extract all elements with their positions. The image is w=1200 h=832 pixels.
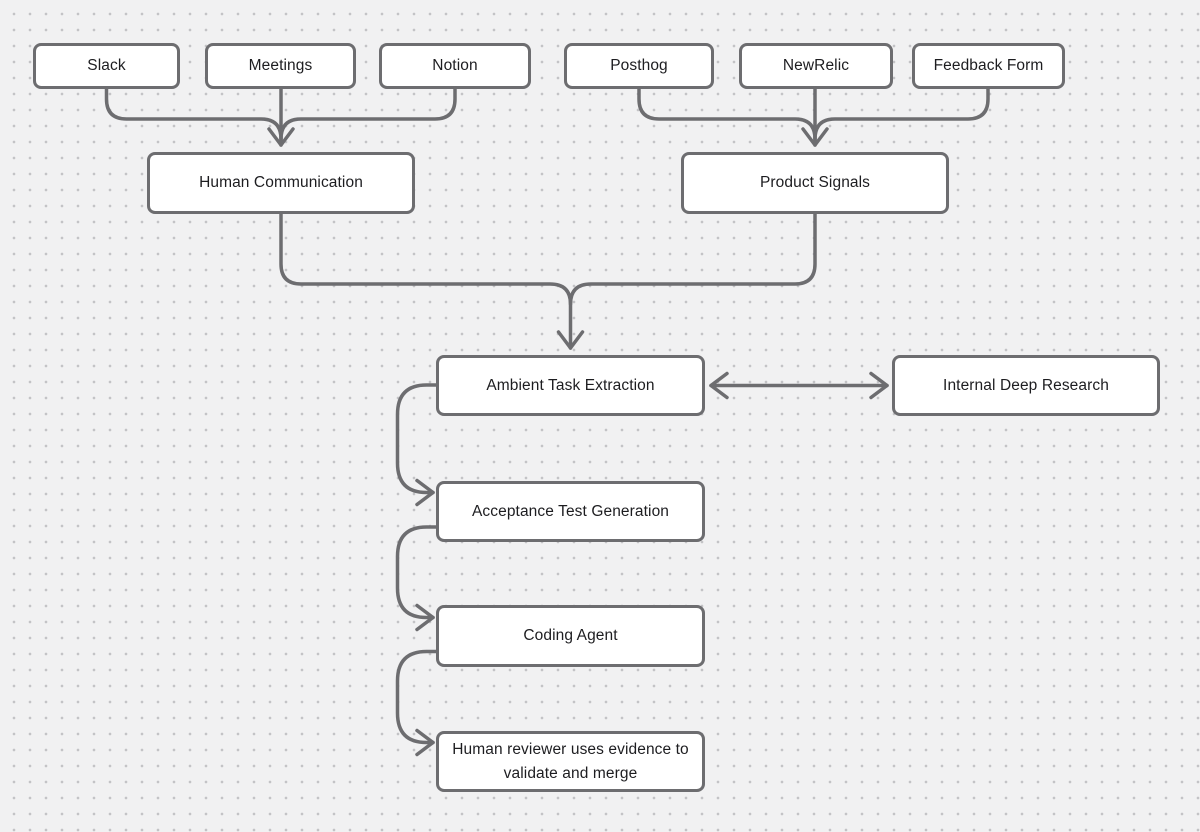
- edge-human-communication-to-ambient-task-extraction: [279, 212, 585, 350]
- node-label: Ambient Task Extraction: [486, 376, 655, 394]
- node-label: Meetings: [248, 57, 313, 75]
- node-newrelic: NewRelic: [739, 43, 893, 89]
- node-internal-deep-research: Internal Deep Research: [892, 355, 1160, 416]
- node-feedback-form: Feedback Form: [912, 43, 1065, 89]
- edge-coding-agent-to-human-reviewer: [395, 649, 438, 757]
- node-label: NewRelic: [782, 57, 850, 75]
- node-acceptance-test-generation: Acceptance Test Generation: [436, 481, 705, 542]
- node-label: Internal Deep Research: [943, 376, 1109, 394]
- node-label: Acceptance Test Generation: [471, 502, 670, 520]
- node-label: Notion: [432, 57, 478, 75]
- edge-acceptance-test-generation-to-coding-agent: [395, 525, 438, 632]
- node-label: Posthog: [610, 57, 668, 75]
- edge-posthog-to-product-signals: [637, 87, 817, 141]
- node-label: Human reviewer uses evidence to validate…: [452, 741, 689, 782]
- node-product-signals: Product Signals: [681, 152, 949, 214]
- node-label: Feedback Form: [933, 57, 1044, 75]
- node-ambient-task-extraction: Ambient Task Extraction: [436, 355, 705, 416]
- node-meetings: Meetings: [205, 43, 356, 89]
- node-notion: Notion: [379, 43, 531, 89]
- node-label: Human Communication: [199, 174, 363, 192]
- node-posthog: Posthog: [564, 43, 714, 89]
- edge-feedback-form-to-product-signals: [813, 87, 990, 141]
- node-human-reviewer: Human reviewer uses evidence to validate…: [436, 731, 705, 792]
- node-human-communication: Human Communication: [147, 152, 415, 214]
- node-label: Slack: [87, 57, 126, 75]
- node-slack: Slack: [33, 43, 180, 89]
- node-label: Product Signals: [759, 174, 871, 192]
- edge-notion-to-human-communication: [279, 87, 457, 141]
- node-coding-agent: Coding Agent: [436, 605, 705, 667]
- edge-slack-to-human-communication: [104, 87, 283, 141]
- edge-ambient-task-extraction-to-acceptance-test-generation: [395, 383, 438, 507]
- node-label: Coding Agent: [523, 627, 618, 645]
- edge-product-signals-to-ambient-task-extraction: [568, 212, 817, 306]
